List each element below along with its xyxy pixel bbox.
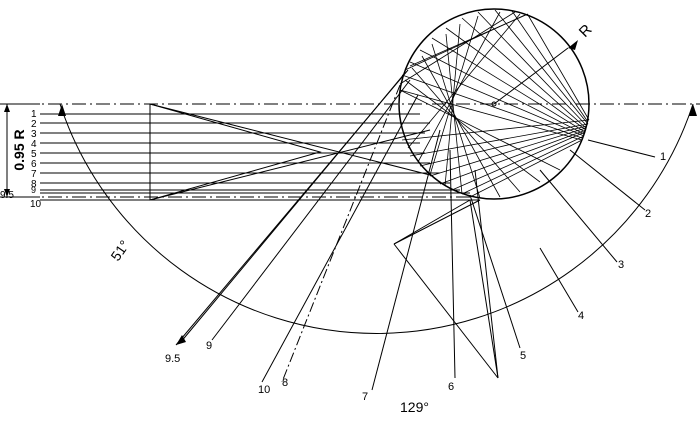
callout-3: 3: [618, 259, 624, 271]
ray-number: 8: [31, 179, 37, 190]
ray-number: 7: [31, 169, 37, 180]
wedge-shape: [149, 103, 322, 201]
callout-4: 4: [578, 310, 584, 322]
angle-bottom-label: 129°: [400, 399, 429, 415]
callout-10: 10: [258, 384, 270, 396]
arc-arrow-right: [689, 104, 697, 116]
height-tick-label: 9.5: [0, 190, 14, 201]
exit-rays: [175, 69, 521, 391]
callout-7: 7: [362, 391, 368, 403]
bottom-tick-label: 10: [30, 199, 42, 210]
callout-9: 9: [206, 340, 212, 352]
arc-arrow-left: [176, 335, 186, 345]
callout-6: 6: [448, 381, 454, 393]
height-dimension: [0, 103, 40, 198]
wedge-lines: [149, 103, 431, 201]
callout-9-5: 9.5: [165, 353, 180, 365]
ray-number: 2: [31, 119, 37, 130]
ray-number: 1: [31, 109, 37, 120]
exit-ray-dashed: [281, 84, 401, 383]
incoming-rays: [40, 113, 480, 201]
left-ray-numbers: 1 2 3 4 5 6 7 8 9: [31, 109, 37, 195]
radius-arrow: [568, 40, 578, 50]
center-point: [491, 101, 497, 107]
arc-arrow-top: [58, 104, 66, 116]
callouts: 1 2 3 4 5 6 7 8 9 10 9.5: [165, 151, 666, 403]
internal-rays: [399, 9, 590, 199]
drop-circle: [398, 8, 590, 200]
ray-number: 9: [31, 185, 36, 195]
angle-left-label: 51°: [107, 237, 132, 264]
ray-number: 4: [31, 139, 37, 150]
callout-leaders: [539, 139, 656, 313]
callout-1: 1: [660, 151, 666, 163]
ray-number: 5: [31, 149, 37, 160]
callout-2: 2: [645, 208, 651, 220]
callout-8: 8: [282, 377, 288, 389]
height-label: 0.95 R: [11, 129, 27, 170]
callout-5: 5: [520, 350, 526, 362]
angle-arc: [59, 103, 694, 334]
radius-label: R: [576, 21, 596, 41]
ray-number: 6: [31, 159, 37, 170]
ray-number: 3: [31, 129, 37, 140]
